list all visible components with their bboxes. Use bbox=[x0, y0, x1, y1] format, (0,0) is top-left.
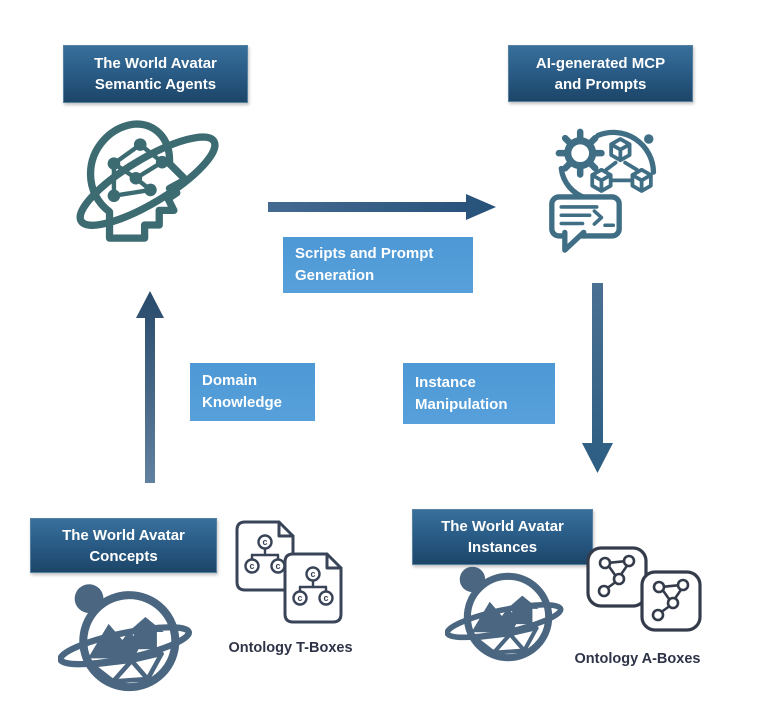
head-profile-icon bbox=[86, 120, 190, 242]
edge-label-domain-knowledge: Domain Knowledge bbox=[190, 363, 315, 421]
instance-graph-tile-icon bbox=[640, 570, 702, 632]
arrow-down-icon bbox=[582, 283, 613, 473]
node-instances: The World Avatar Instances bbox=[412, 509, 593, 565]
ontology-abox-icon bbox=[586, 546, 702, 632]
node-ai-generated-mcp: AI-generated MCP and Prompts bbox=[508, 45, 693, 102]
orbit-ring-icon bbox=[445, 602, 564, 641]
orbit-ring-icon bbox=[76, 133, 219, 229]
linked-cubes-icon bbox=[590, 137, 653, 193]
edge-label-instance-manipulation: Instance Manipulation bbox=[403, 363, 555, 424]
ontology-abox-caption: Ontology A-Boxes bbox=[574, 651, 701, 667]
orbit-moon-icon bbox=[459, 566, 486, 593]
connector-arc-icon bbox=[595, 129, 657, 175]
arrow-right-icon bbox=[268, 194, 496, 220]
class-node-letter: c bbox=[262, 537, 267, 547]
instance-graph-tile-icon bbox=[586, 546, 648, 608]
arrow-up-icon bbox=[136, 291, 164, 483]
ontology-tbox-caption: Ontology T-Boxes bbox=[228, 640, 353, 656]
gear-icon bbox=[555, 128, 605, 178]
world-avatar-logo-icon bbox=[58, 584, 193, 692]
node-concepts: The World Avatar Concepts bbox=[30, 518, 217, 573]
mcp-tools-icon bbox=[549, 128, 657, 253]
semantic-agent-head-icon bbox=[76, 120, 219, 242]
terminal-chat-bubble-icon bbox=[549, 194, 622, 253]
node-semantic-agents: The World Avatar Semantic Agents bbox=[63, 45, 248, 103]
orbit-moon-icon bbox=[74, 584, 104, 613]
class-node-letter: c bbox=[249, 561, 254, 571]
ontology-tbox-icon: c c c c c c bbox=[235, 520, 343, 624]
class-node-letter: c bbox=[323, 593, 328, 603]
class-node-letter: c bbox=[310, 569, 315, 579]
class-node-letter: c bbox=[275, 561, 280, 571]
world-avatar-logo-icon bbox=[445, 566, 564, 662]
class-node-letter: c bbox=[297, 593, 302, 603]
edge-label-scripts-and-prompt-generation: Scripts and Prompt Generation bbox=[283, 237, 473, 293]
class-document-icon: c c c bbox=[283, 552, 343, 624]
orbit-ring-icon bbox=[58, 624, 193, 668]
class-document-icon: c c c bbox=[235, 520, 295, 592]
arc-node-dot-icon bbox=[644, 134, 654, 144]
